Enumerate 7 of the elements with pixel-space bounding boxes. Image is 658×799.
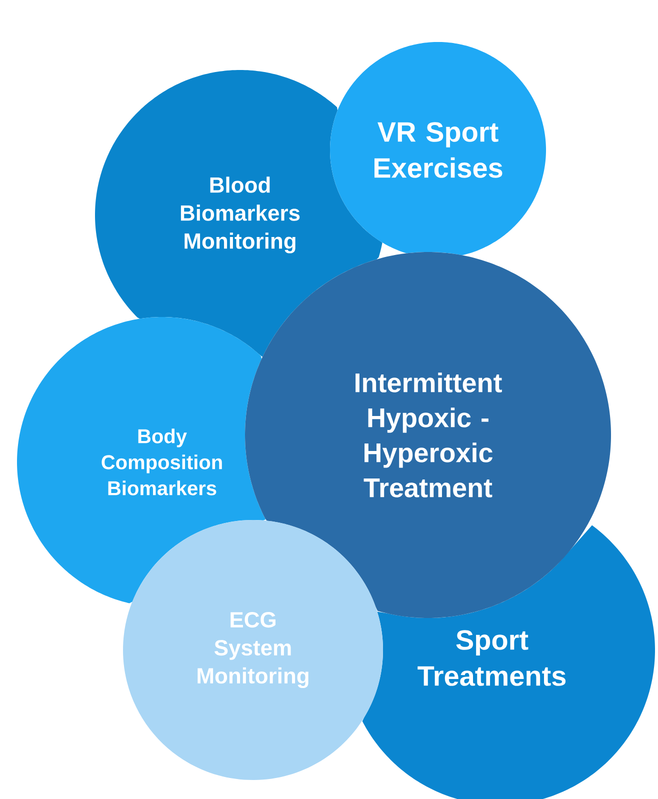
circle-label: Sport Treatments — [418, 630, 566, 686]
circle-label: Intermittent Hypoxic - Hyperoxic Treatment — [356, 372, 502, 498]
topic-circle — [123, 520, 383, 780]
circle-label: Blood Biomarkers Monitoring — [180, 176, 300, 254]
circle-label: Body Composition Biomarkers — [102, 428, 222, 496]
circle-label: VR Sport Exercises — [374, 122, 502, 178]
circle-label: ECG System Monitoring — [198, 612, 308, 688]
